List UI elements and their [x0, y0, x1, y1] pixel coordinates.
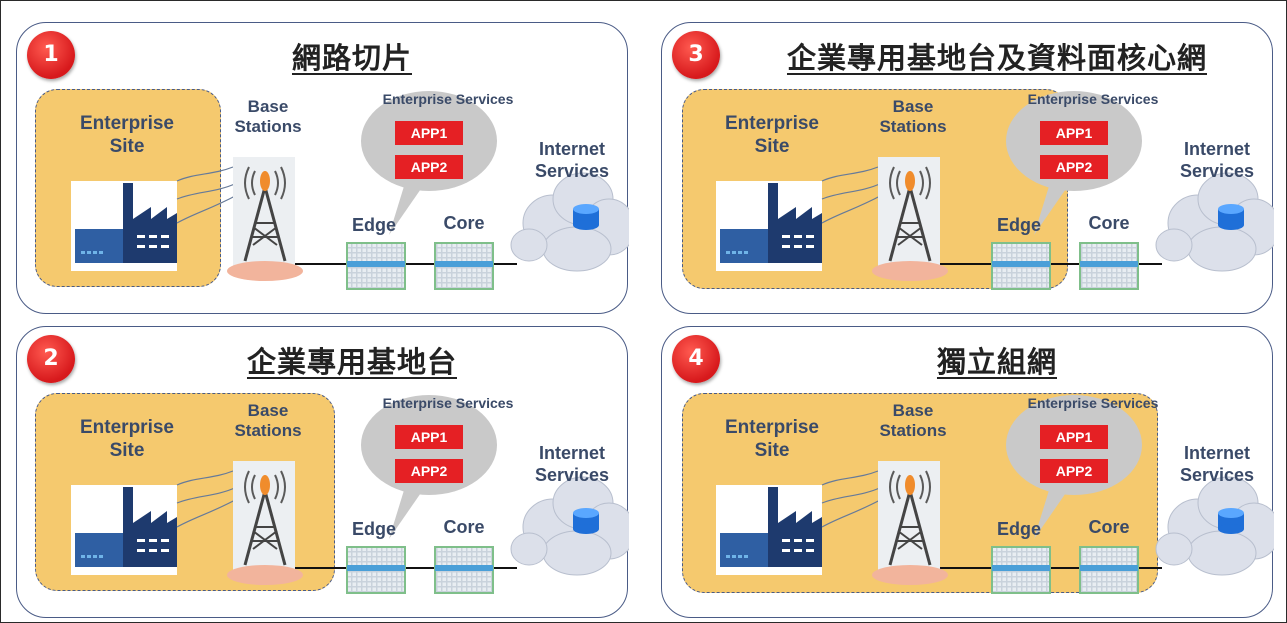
- base-stations-label: Base Stations: [234, 401, 302, 441]
- enterprise-services-label: Enterprise Services: [1027, 91, 1159, 107]
- panel-title: 企業專用基地台及資料面核心網: [786, 41, 1207, 75]
- edge-label: Edge: [351, 215, 396, 235]
- enterprise-site-label: Enterprise Site: [725, 417, 819, 461]
- app1-badge: APP1: [395, 425, 463, 449]
- edge-label: Edge: [996, 519, 1041, 539]
- internet-services-label: Internet Services: [534, 139, 610, 181]
- app2-badge: APP2: [1040, 459, 1108, 483]
- edge-label: Edge: [351, 519, 396, 539]
- edge-label: Edge: [996, 215, 1041, 235]
- panel-3-enterprise-bs-and-core: 3 企業專用基地台及資料面核心網 Enterprise Site Base St…: [661, 22, 1274, 314]
- internet-services-label: Internet Services: [1179, 443, 1255, 485]
- enterprise-site-label: Enterprise Site: [725, 113, 819, 157]
- enterprise-services-label: Enterprise Services: [382, 395, 514, 411]
- core-label: Core: [443, 213, 485, 233]
- panel-4-standalone-network: 4 獨立組網 Enterprise Site Base Stations Ent…: [661, 326, 1274, 618]
- app2-badge: APP2: [395, 459, 463, 483]
- enterprise-services-label: Enterprise Services: [382, 91, 514, 107]
- enterprise-services-label: Enterprise Services: [1027, 395, 1159, 411]
- panel-2-enterprise-base-station: 2 企業專用基地台 Enterprise Site Base Stations …: [16, 326, 629, 618]
- internet-services-label: Internet Services: [1179, 139, 1255, 181]
- app2-badge: APP2: [1040, 155, 1108, 179]
- panel-number-badge: 1: [27, 31, 75, 79]
- base-stations-label: Base Stations: [879, 97, 947, 137]
- core-label: Core: [1088, 213, 1130, 233]
- base-stations-label: Base Stations: [879, 401, 947, 441]
- panel-title: 獨立組網: [936, 345, 1057, 379]
- panel-title: 網路切片: [291, 41, 412, 75]
- panel-number-badge: 2: [27, 335, 75, 383]
- panel-number-badge: 3: [672, 31, 720, 79]
- app1-badge: APP1: [1040, 425, 1108, 449]
- core-label: Core: [443, 517, 485, 537]
- app2-badge: APP2: [395, 155, 463, 179]
- app1-badge: APP1: [395, 121, 463, 145]
- panel-1-network-slicing: 1 網路切片 Enterprise Site Base Stations Ent…: [16, 22, 629, 314]
- enterprise-site-label: Enterprise Site: [80, 417, 174, 461]
- base-stations-label: Base Stations: [234, 97, 302, 137]
- panel-number-badge: 4: [672, 335, 720, 383]
- panel-title: 企業專用基地台: [246, 345, 457, 379]
- core-label: Core: [1088, 517, 1130, 537]
- internet-services-label: Internet Services: [534, 443, 610, 485]
- enterprise-site-label: Enterprise Site: [80, 113, 174, 157]
- app1-badge: APP1: [1040, 121, 1108, 145]
